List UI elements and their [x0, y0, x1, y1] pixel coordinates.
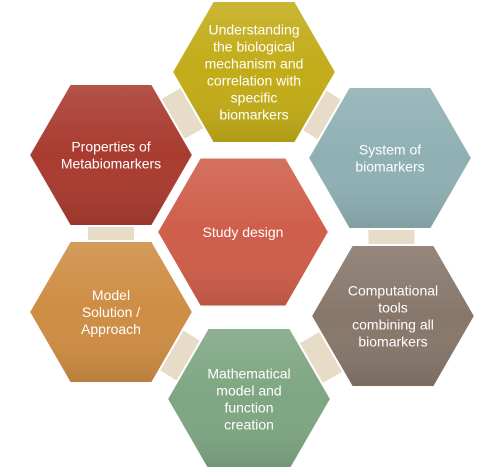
- hexagon-label-line: correlation with: [207, 73, 301, 89]
- hexagon-label-line: the biological: [213, 39, 295, 55]
- hexagon-label-line: mechanism and: [205, 56, 304, 72]
- hexagon-label-line: Approach: [81, 321, 141, 337]
- hexagon-label-line: combining all: [352, 317, 434, 333]
- hexagon-shading: [158, 158, 328, 306]
- hexagon-label-line: Metabiomarkers: [61, 156, 161, 172]
- hexagon-label-line: Understanding: [208, 22, 299, 38]
- hexagon-shading: [30, 84, 192, 226]
- hexagon-label-line: biomarkers: [355, 159, 424, 175]
- hexagon-center: Study design: [155, 156, 331, 308]
- hexagon-label-line: biomarkers: [358, 334, 427, 350]
- hexagon-label-line: Study design: [203, 224, 284, 240]
- hexagon-shading: [30, 241, 192, 383]
- hexagon-shading: [309, 87, 471, 229]
- hexagon-label-line: biomarkers: [219, 107, 288, 123]
- hexagon-label-line: specific: [231, 90, 278, 106]
- hexagon-label: Study design: [203, 224, 284, 240]
- hexagon-label-line: Mathematical: [207, 366, 290, 382]
- hexagon-shading: [173, 1, 335, 143]
- hexagon-label-line: function: [224, 400, 273, 416]
- hexagon-label-line: Computational: [348, 283, 438, 299]
- hexagon-label-line: Properties of: [71, 139, 150, 155]
- hexagon-shading: [168, 328, 330, 467]
- hexagon-label-line: Solution /: [82, 304, 140, 320]
- hexagon-shading: [312, 245, 474, 387]
- hexagon-label-line: creation: [224, 417, 274, 433]
- hexagon-label-line: System of: [359, 142, 421, 158]
- hexagon-label-line: Model: [92, 287, 130, 303]
- hexagon-label-line: tools: [378, 300, 408, 316]
- hexagon-label-line: model and: [216, 383, 281, 399]
